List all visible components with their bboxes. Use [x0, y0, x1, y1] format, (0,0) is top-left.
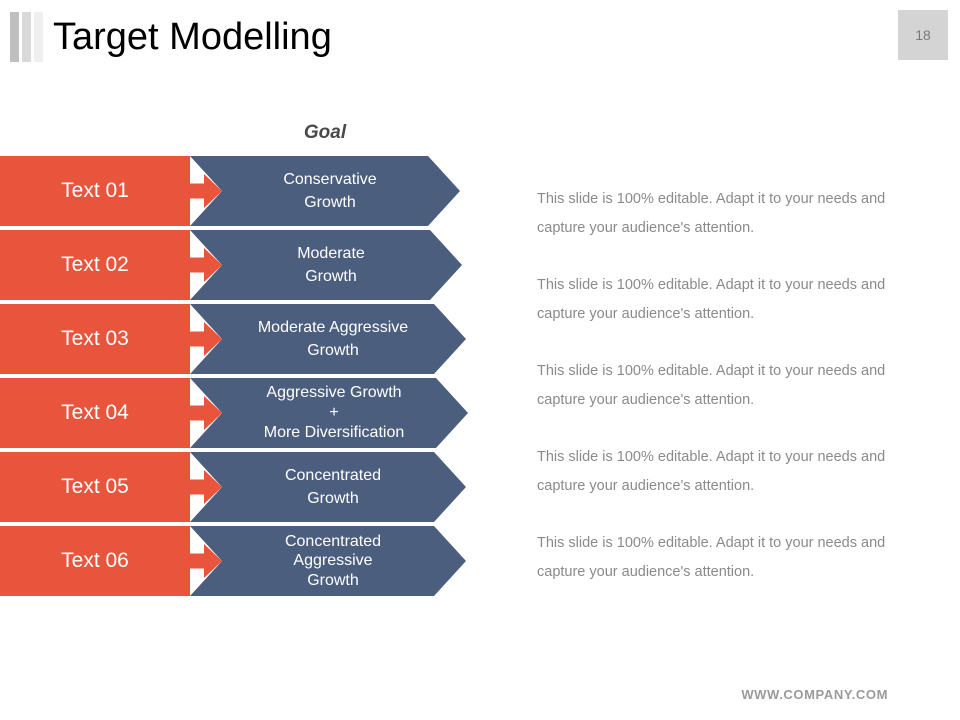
title-accent-marks: [10, 12, 43, 62]
row-chevron-block[interactable]: Concentrated Aggressive Growth: [190, 526, 466, 596]
page-title: Target Modelling: [53, 16, 332, 58]
row-left-block[interactable]: Text 03: [0, 304, 190, 374]
notes-column: This slide is 100% editable. Adapt it to…: [537, 170, 929, 615]
diagram-row: Text 04 Aggressive Growth + More Diversi…: [0, 378, 500, 448]
diagram-row: Text 05 Concentrated Growth: [0, 452, 500, 522]
row-chevron-block[interactable]: Aggressive Growth + More Diversification: [190, 378, 468, 448]
row-goal-label: Moderate Growth: [297, 244, 365, 285]
row-left-block[interactable]: Text 02: [0, 230, 190, 300]
note-paragraph: This slide is 100% editable. Adapt it to…: [537, 448, 886, 494]
row-goal-label: Moderate Aggressive Growth: [257, 318, 409, 359]
row-left-block[interactable]: Text 05: [0, 452, 190, 522]
diagram-row: Text 01 Conservative Growth: [0, 156, 500, 226]
note-paragraph: This slide is 100% editable. Adapt it to…: [537, 276, 886, 322]
row-chevron-block[interactable]: Moderate Growth: [190, 230, 462, 300]
note-paragraph: This slide is 100% editable. Adapt it to…: [537, 362, 886, 408]
row-left-label: Text 06: [61, 549, 129, 573]
accent-bar-2: [22, 12, 31, 62]
row-goal-label: Conservative Growth: [283, 170, 377, 211]
row-left-label: Text 05: [61, 475, 129, 499]
row-left-block[interactable]: Text 01: [0, 156, 190, 226]
row-left-label: Text 03: [61, 327, 129, 351]
diagram-row: Text 06 Concentrated Aggressive Growth: [0, 526, 500, 596]
diagram-row: Text 03 Moderate Aggressive Growth: [0, 304, 500, 374]
row-chevron-block[interactable]: Moderate Aggressive Growth: [190, 304, 466, 374]
row-left-block[interactable]: Text 04: [0, 378, 190, 448]
note-paragraph: This slide is 100% editable. Adapt it to…: [537, 190, 886, 236]
accent-bar-3: [34, 12, 43, 62]
row-goal-label: Aggressive Growth + More Diversification: [263, 384, 405, 441]
row-left-label: Text 04: [61, 401, 129, 425]
row-goal-label: Concentrated Growth: [284, 466, 382, 507]
row-goal-label: Concentrated Aggressive Growth: [284, 533, 382, 589]
page-number-badge: 18: [898, 10, 948, 60]
slide-header: Target Modelling 18: [0, 0, 960, 78]
row-left-label: Text 01: [61, 179, 129, 203]
row-left-block[interactable]: Text 06: [0, 526, 190, 596]
row-chevron-block[interactable]: Conservative Growth: [190, 156, 460, 226]
goal-column-heading: Goal: [303, 122, 347, 143]
row-chevron-block[interactable]: Concentrated Growth: [190, 452, 466, 522]
diagram-row: Text 02 Moderate Growth: [0, 230, 500, 300]
note-paragraph: This slide is 100% editable. Adapt it to…: [537, 534, 886, 580]
target-modelling-diagram: Text 01 Conservative Growth Text 02 Mode…: [0, 156, 500, 600]
row-left-label: Text 02: [61, 253, 129, 277]
footer-website: WWW.COMPANY.COM: [741, 687, 888, 702]
accent-bar-1: [10, 12, 19, 62]
